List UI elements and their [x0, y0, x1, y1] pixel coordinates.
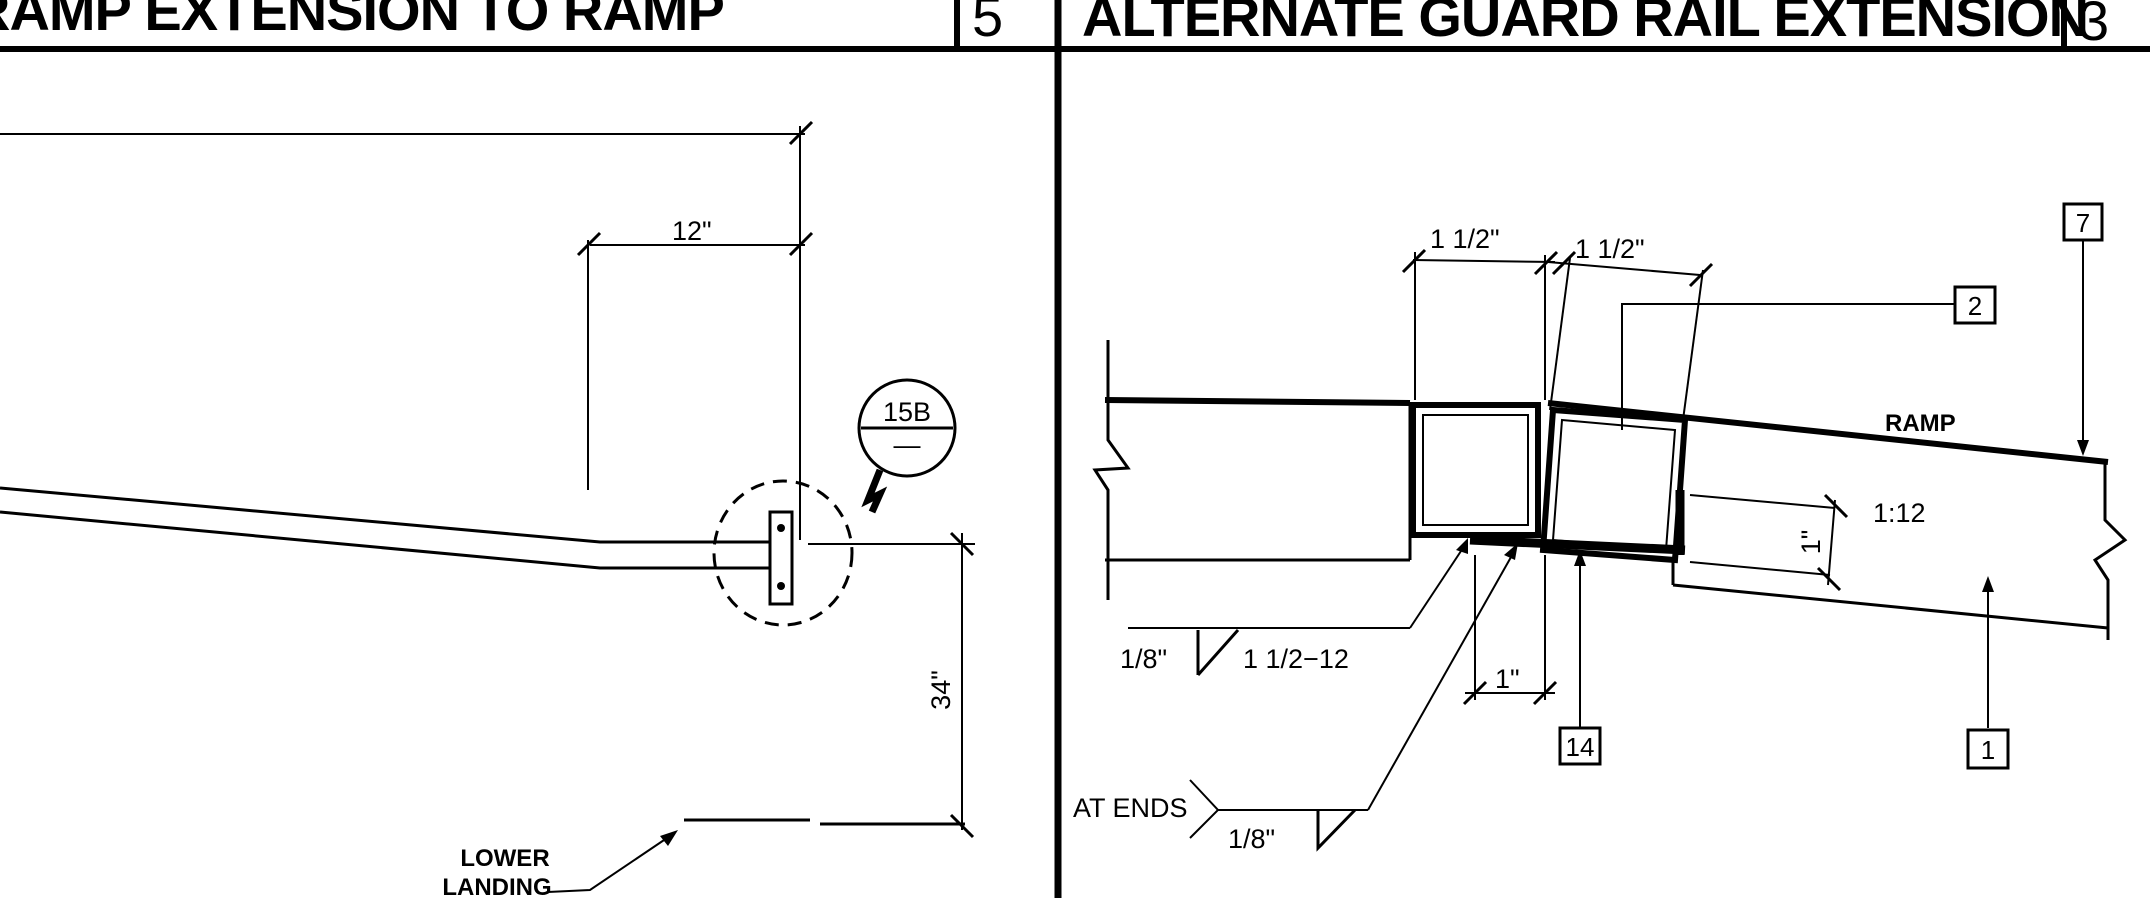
extension-line: [1682, 269, 1704, 421]
tube-section-right: [1539, 406, 1689, 564]
right-detail-drawing: 1 1/2" 1 1/2" 2 7 RAMP 1" 1:12 1 14: [1073, 202, 2128, 854]
dim-1-1-2-line-b: [1547, 261, 1701, 276]
leader-arrowhead: [1456, 538, 1468, 554]
weld-leader: [1367, 549, 1516, 811]
dim-1-vertical-label: 1": [1796, 530, 1826, 555]
bracket-plate: [768, 510, 794, 606]
tick-mark: [1551, 250, 1577, 276]
weld-tail: [1189, 779, 1220, 839]
slope-dimension-line: [1827, 499, 1836, 586]
tick-mark: [788, 120, 814, 146]
tag-7-label: 7: [2076, 208, 2090, 238]
weld-leader: [1409, 544, 1466, 629]
dim-34-label: 34": [926, 670, 956, 710]
tag-2-leader: [1621, 303, 1955, 430]
tick-mark: [949, 813, 975, 839]
dim-12-label: 12": [672, 216, 712, 246]
dim-1-bottom-label: 1": [1495, 664, 1520, 694]
tag-1-label: 1: [1981, 735, 1995, 765]
left-detail-drawing: 12" 15B — 34" LOWER LANDING: [0, 120, 975, 898]
left-detail-title: RAMP EXTENSION TO RAMP: [0, 0, 724, 42]
break-line-right: [2092, 462, 2128, 640]
leader-arrowhead: [1504, 543, 1518, 560]
tag-14-label: 14: [1566, 732, 1595, 762]
right-detail-number: 3: [2078, 0, 2109, 52]
leader-arrowhead: [2077, 440, 2089, 456]
title-bar: RAMP EXTENSION TO RAMP 5 ALTERNATE GUARD…: [0, 0, 2150, 52]
weld-size-top-label: 1/8": [1120, 644, 1167, 674]
ramp-label: RAMP: [1885, 410, 1956, 437]
section-reference-id: 15B: [883, 397, 931, 427]
weld-length-label: 1 1/2−12: [1243, 644, 1349, 674]
section-leader-arrow: [861, 468, 888, 514]
tube-section-left: [1410, 402, 1541, 538]
leader-arrowhead: [1982, 576, 1994, 592]
bolt-icon: [777, 524, 785, 532]
lower-landing-leader: [547, 835, 671, 893]
tick-mark: [576, 231, 602, 257]
slope-extension-top: [1689, 494, 1836, 509]
tick-mark: [949, 531, 975, 557]
tag-1-box: [1966, 728, 2010, 770]
leader-arrowhead: [660, 830, 678, 846]
left-detail-number: 5: [972, 0, 1003, 48]
ramp-slab-bottom: [1672, 583, 2109, 630]
handrail-bottom-edge: [0, 510, 780, 570]
fillet-weld-symbol: [1196, 629, 1240, 676]
landing-slab-top: [1104, 397, 1411, 406]
tick-mark: [788, 231, 814, 257]
tag-2-label: 2: [1968, 291, 1982, 321]
ramp-slab-top: [1547, 400, 2109, 465]
tick-mark: [1816, 566, 1842, 592]
fillet-weld-symbol: [1316, 808, 1357, 852]
section-reference-sheet: —: [894, 430, 921, 460]
dim-1-1-2-label-b: 1 1/2": [1575, 234, 1645, 264]
slope-extension-bottom: [1689, 561, 1831, 576]
weld-size-bottom-label: 1/8": [1228, 824, 1275, 854]
right-detail-title: ALTERNATE GUARD RAIL EXTENSION: [1082, 0, 2088, 48]
tick-mark: [1462, 680, 1488, 706]
at-ends-label: AT ENDS: [1073, 793, 1188, 823]
tick-mark: [1401, 248, 1427, 274]
tick-mark: [1532, 680, 1558, 706]
slope-label: 1:12: [1873, 498, 1926, 528]
bolt-icon: [777, 582, 785, 590]
tick-mark: [1823, 493, 1849, 519]
tick-mark: [1533, 250, 1559, 276]
detail-callout-circle: [712, 479, 854, 627]
lower-landing-label-line1: LOWER: [460, 845, 549, 872]
break-line-left: [1092, 340, 1131, 600]
tag-14-box: [1558, 726, 1602, 766]
tick-mark: [1688, 262, 1714, 288]
extension-line: [1549, 257, 1571, 411]
leader-arrowhead: [1574, 550, 1586, 566]
tag-2-box: [1953, 285, 1997, 325]
dim-1-1-2-line-a: [1412, 259, 1556, 263]
weld-bead: [1469, 535, 1686, 555]
handrail-top-edge: [0, 486, 780, 544]
lower-landing-label-line2: LANDING: [442, 874, 551, 898]
tube-section-left-inner: [1422, 414, 1529, 526]
dim-1-1-2-label-a: 1 1/2": [1430, 224, 1500, 254]
